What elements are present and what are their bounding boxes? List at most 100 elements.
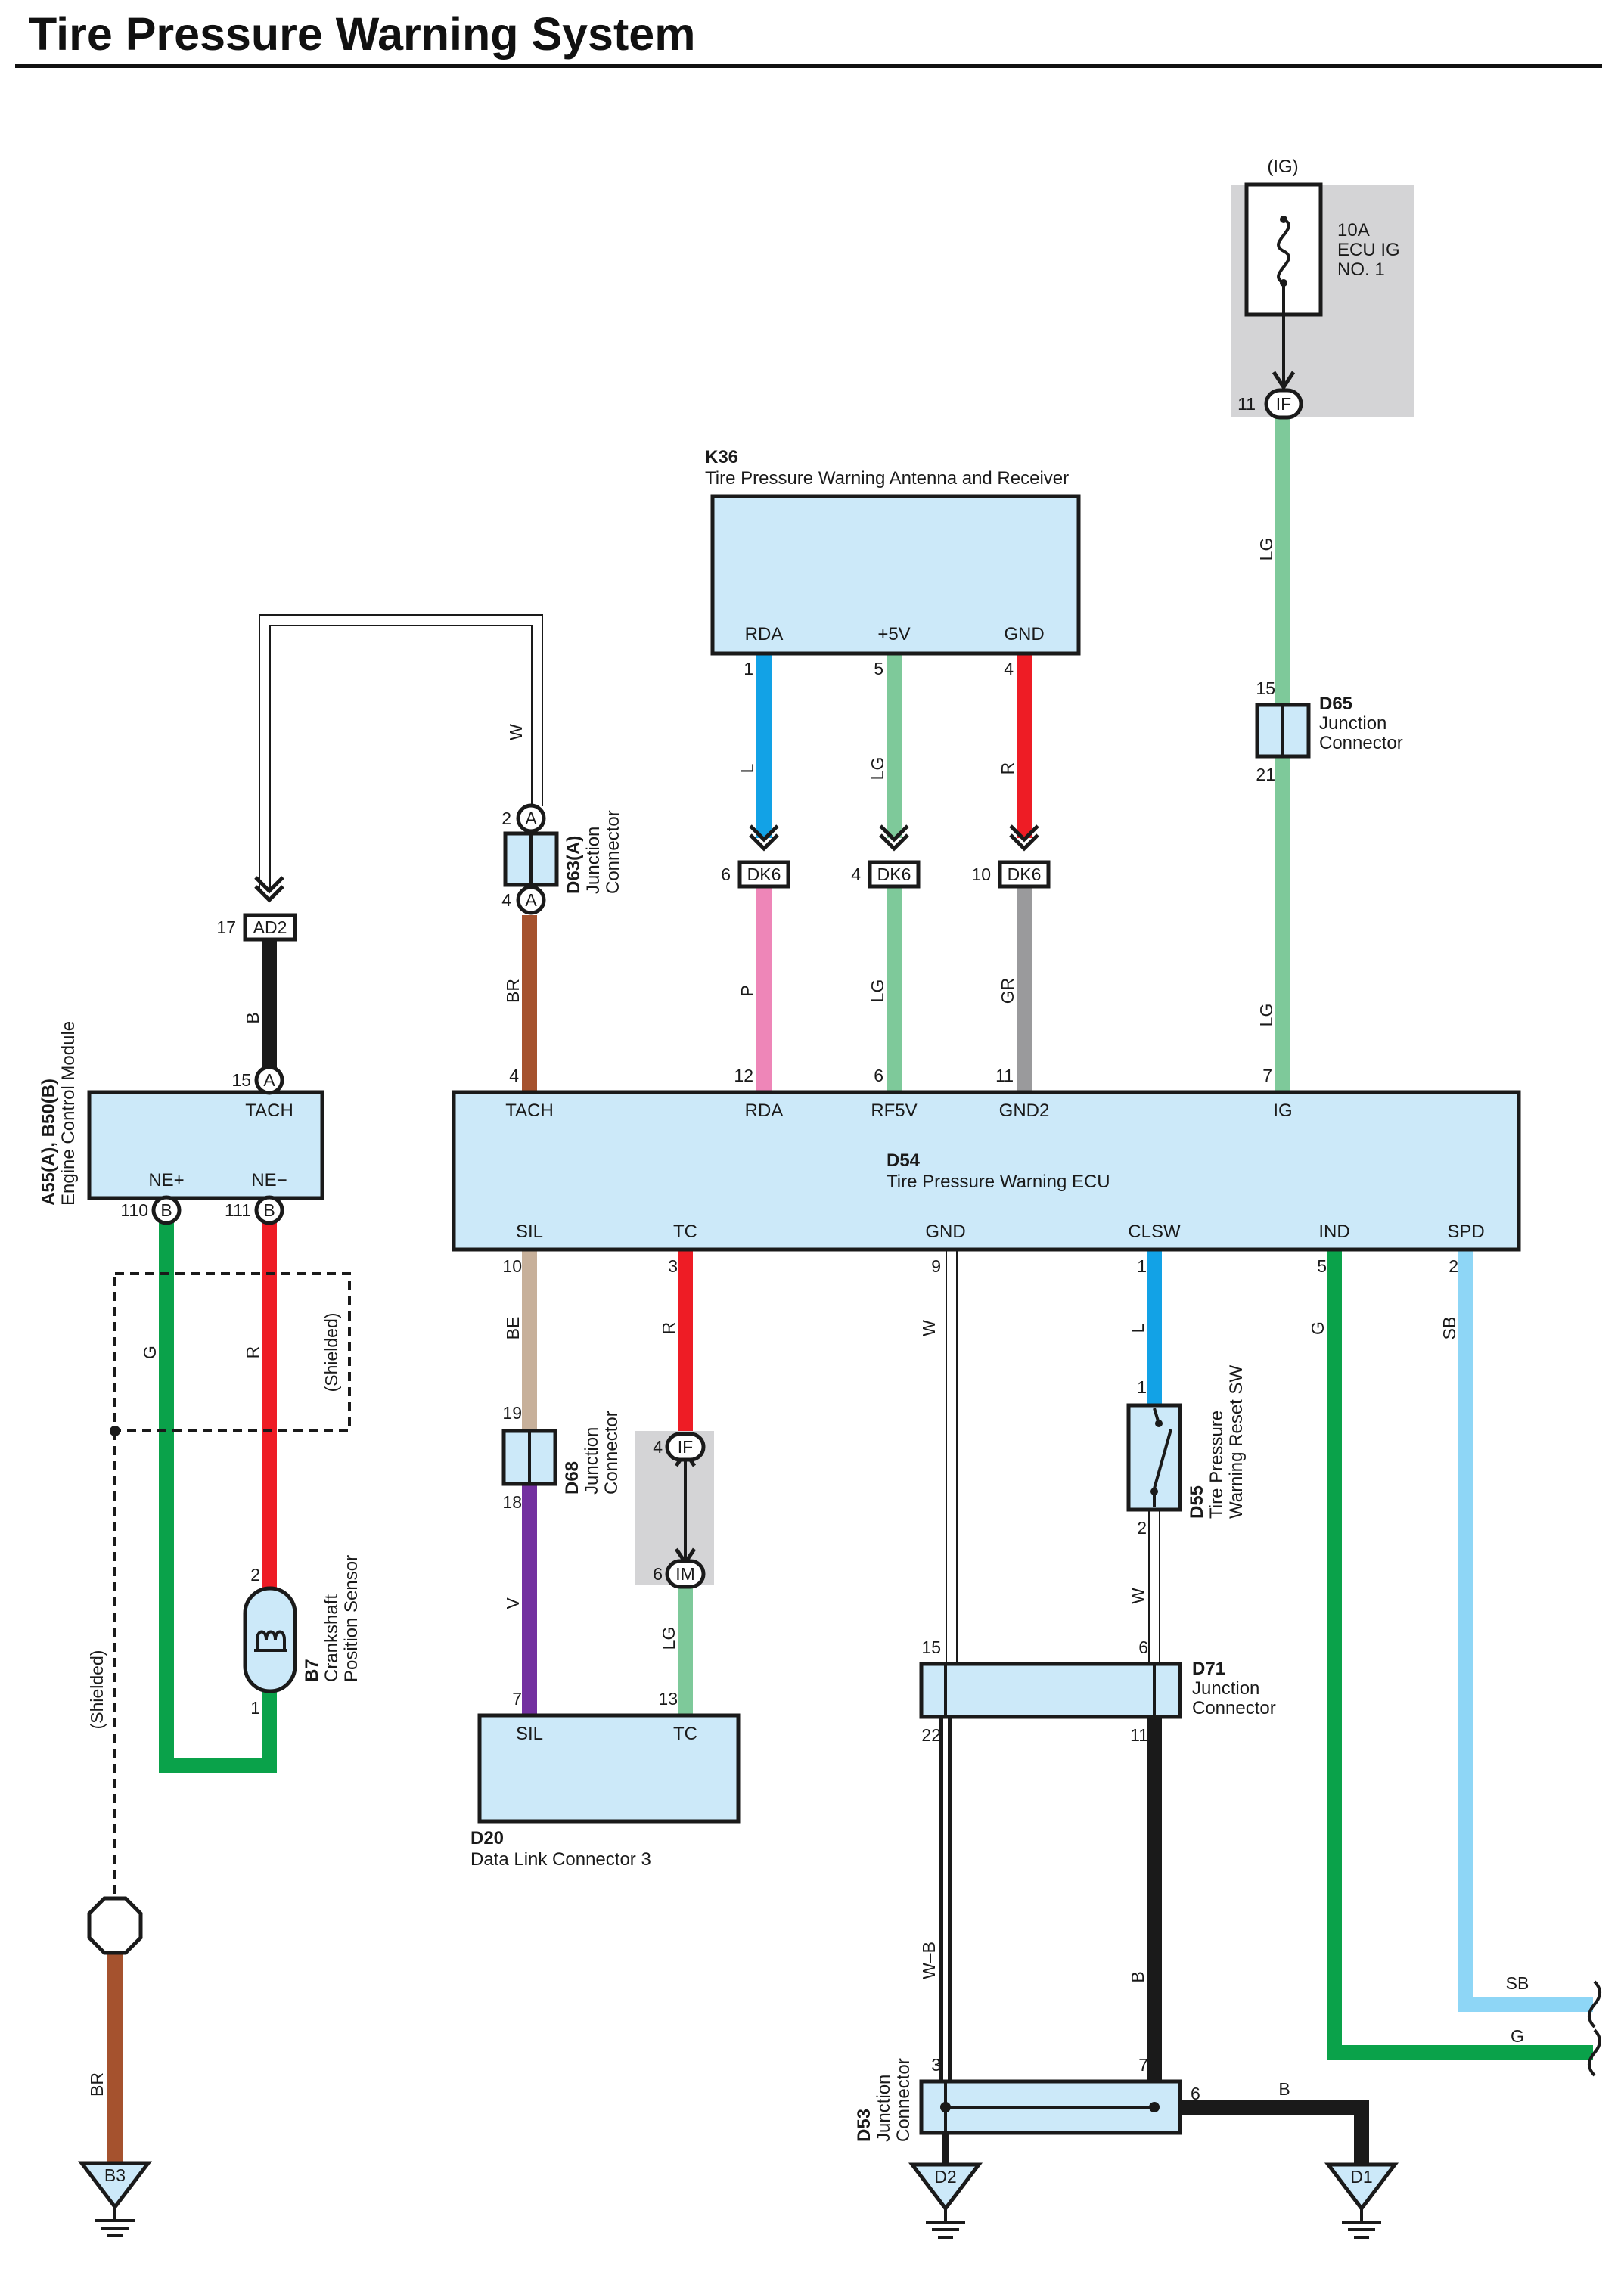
ecm-terminal-nen: NE− <box>251 1170 287 1190</box>
ecm-letter-b-1-text: B <box>160 1200 172 1220</box>
d53-pin-3: 3 <box>931 2055 941 2075</box>
d20-terminal-tc: TC <box>673 1724 697 1744</box>
ecm-terminal-tach: TACH <box>245 1100 293 1121</box>
d63-code: D63(A) <box>564 836 584 894</box>
ground-b3-label: B3 <box>104 2165 126 2185</box>
wire-label-d71-b: B <box>1128 1971 1147 1982</box>
b7-pin-top: 2 <box>250 1565 260 1585</box>
wire-label-wb: W–B <box>919 1942 939 1979</box>
d63-letter-bottom <box>516 885 546 915</box>
d53-pin-6: 6 <box>1191 2084 1200 2103</box>
k36-pin-5v: 5 <box>874 659 883 678</box>
d20-code: D20 <box>470 1828 504 1848</box>
wire-label-gnd-w: W <box>919 1320 939 1336</box>
d54-pin-ind: 5 <box>1317 1256 1327 1276</box>
wire-spd-sb <box>1458 1249 1593 2012</box>
ecm-pin-nep: 110 <box>120 1200 148 1220</box>
wire-label-ecm-b: B <box>243 1012 262 1023</box>
wire-label-ig-bottom: LG <box>1256 1004 1276 1027</box>
b7-line2: Position Sensor <box>341 1555 362 1682</box>
d68-pin-top: 19 <box>502 1403 522 1423</box>
d54-terminal-clsw: CLSW <box>1128 1221 1181 1242</box>
connector-ad2-label: AD2 <box>253 917 287 937</box>
ecm-letter-b-2-text: B <box>263 1200 275 1220</box>
wires <box>107 414 1593 2165</box>
page-title: Tire Pressure Warning System <box>29 8 696 60</box>
wire-label-ind-out: G <box>1511 2026 1524 2046</box>
d63-letter-top-text: A <box>525 809 537 828</box>
d63-pin-top: 2 <box>501 809 511 828</box>
dk6-connector-1-label: DK6 <box>747 864 781 884</box>
k36-antenna-receiver: K36 Tire Pressure Warning Antenna and Re… <box>705 447 1081 678</box>
d54-terminal-spd: SPD <box>1447 1221 1484 1242</box>
shielded-label-2: (Shielded) <box>87 1650 107 1730</box>
d54-pin-gnd2: 11 <box>995 1066 1014 1085</box>
ecm-box <box>87 1090 324 1200</box>
dk6-connectors: DK6 6 DK6 4 DK6 10 <box>721 824 1051 889</box>
d65-junction-connector: 15 21 D65 Junction Connector <box>1255 678 1403 784</box>
dk6-connector-2-pin: 4 <box>851 864 861 884</box>
coil-sensor-icon <box>254 1630 287 1652</box>
d71-pin-bottom-left: 22 <box>921 1725 941 1745</box>
wire-label-k36-rda: L <box>737 763 757 773</box>
d53-code: D53 <box>854 2109 874 2142</box>
d20-data-link-connector-3: SIL TC 7 13 D20 Data Link Connector 3 <box>470 1689 741 1870</box>
wire-label-ig-top: LG <box>1256 538 1276 561</box>
ecm-letter-b-1 <box>151 1195 182 1225</box>
d20-pin-tc: 13 <box>658 1689 678 1709</box>
ecm-letter-b-2 <box>254 1195 284 1225</box>
d54-terminal-rf5v: RF5V <box>871 1100 917 1121</box>
dk6-connector-2: DK6 4 <box>851 824 921 889</box>
d54-terminal-gnd: GND <box>925 1221 965 1242</box>
d53-line2: Connector <box>893 2058 914 2142</box>
d71-junction-connector: 15 6 22 11 D71 Junction Connector <box>919 1637 1276 1745</box>
title-rule <box>15 64 1602 68</box>
d65-line2: Connector <box>1319 733 1403 753</box>
d54-tire-pressure-warning-ecu: D54 Tire Pressure Warning ECU TACH RDA R… <box>452 1066 1521 1276</box>
d54-pin-tach: 4 <box>509 1066 519 1085</box>
shielded-label-1: (Shielded) <box>321 1313 341 1392</box>
d65-code: D65 <box>1319 694 1352 714</box>
fuse-rating: 10A <box>1337 220 1370 241</box>
d53-pin-7: 7 <box>1138 2055 1148 2075</box>
b7-crankshaft-position-sensor: 2 1 B7 Crankshaft Position Sensor <box>243 1555 362 1718</box>
shield-box <box>113 1272 351 1432</box>
connector-im <box>665 1559 706 1589</box>
k36-terminal-gnd: GND <box>1004 624 1044 644</box>
d54-terminal-sil: SIL <box>516 1221 543 1242</box>
d54-pin-sil: 10 <box>502 1256 522 1276</box>
d68-line2: Connector <box>601 1411 622 1495</box>
fuse-name-2: NO. 1 <box>1337 259 1385 280</box>
connector-if-mid-pin: 4 <box>653 1437 663 1457</box>
wire-label-d53-b: B <box>1278 2079 1290 2099</box>
d54-code: D54 <box>887 1150 921 1171</box>
d63-line1: Junction <box>583 827 604 894</box>
wire-label-rda: P <box>737 985 757 996</box>
k36-box <box>710 494 1081 656</box>
fuse-name-1: ECU IG <box>1337 240 1400 260</box>
dk6-connector-3-label: DK6 <box>1008 864 1042 884</box>
d54-pin-ig: 7 <box>1262 1066 1272 1085</box>
ecm-pin-tach: 15 <box>231 1070 251 1090</box>
dk6-connector-3: DK6 10 <box>971 824 1051 889</box>
d71-line1: Junction <box>1192 1678 1259 1699</box>
d71-code: D71 <box>1192 1659 1225 1679</box>
shield-junction-dot <box>110 1426 120 1436</box>
wire-w-fill <box>260 616 542 889</box>
chevron-down-icon <box>1009 824 1039 852</box>
d54-pin-gnd: 9 <box>931 1256 941 1276</box>
d54-pin-tc: 3 <box>668 1256 678 1276</box>
d20-name: Data Link Connector 3 <box>470 1849 651 1870</box>
wire-d53-b <box>1180 2100 1369 2165</box>
connector-ad2: AD2 17 <box>216 876 297 942</box>
ground-icon <box>77 2161 153 2211</box>
d54-name: Tire Pressure Warning ECU <box>887 1172 1110 1192</box>
b7-pin-bottom: 1 <box>250 1698 260 1718</box>
d55-pin-top: 1 <box>1137 1377 1147 1397</box>
k36-name: Tire Pressure Warning Antenna and Receiv… <box>705 468 1069 489</box>
d71-pin-top-left: 15 <box>921 1637 941 1657</box>
wire-ne-plus-g <box>159 1210 277 1773</box>
d53-line1: Junction <box>874 2075 894 2142</box>
d20-pin-sil: 7 <box>512 1689 522 1709</box>
switch-icon <box>1150 1408 1172 1507</box>
